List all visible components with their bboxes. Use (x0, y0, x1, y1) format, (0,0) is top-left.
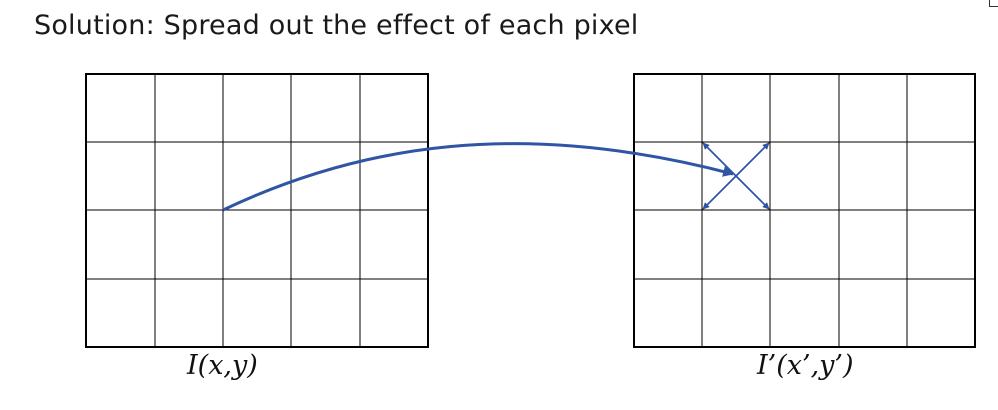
target-image-caption: I’(x’,y’) (757, 350, 854, 381)
target-pixel-grid (633, 73, 976, 348)
slide-title: Solution: Spread out the effect of each … (34, 10, 639, 41)
spread-arrows (702, 142, 770, 210)
spread-arrow-up-right (735, 142, 770, 177)
source-pixel-grid (85, 73, 429, 348)
source-image-caption: I(x,y) (187, 350, 258, 381)
spread-arrow-up-left (702, 142, 737, 177)
spread-arrow-down-left (702, 175, 737, 210)
spread-arrow-down-right (735, 175, 770, 210)
mapping-arrow (222, 142, 735, 212)
corner-mark (989, 0, 998, 7)
